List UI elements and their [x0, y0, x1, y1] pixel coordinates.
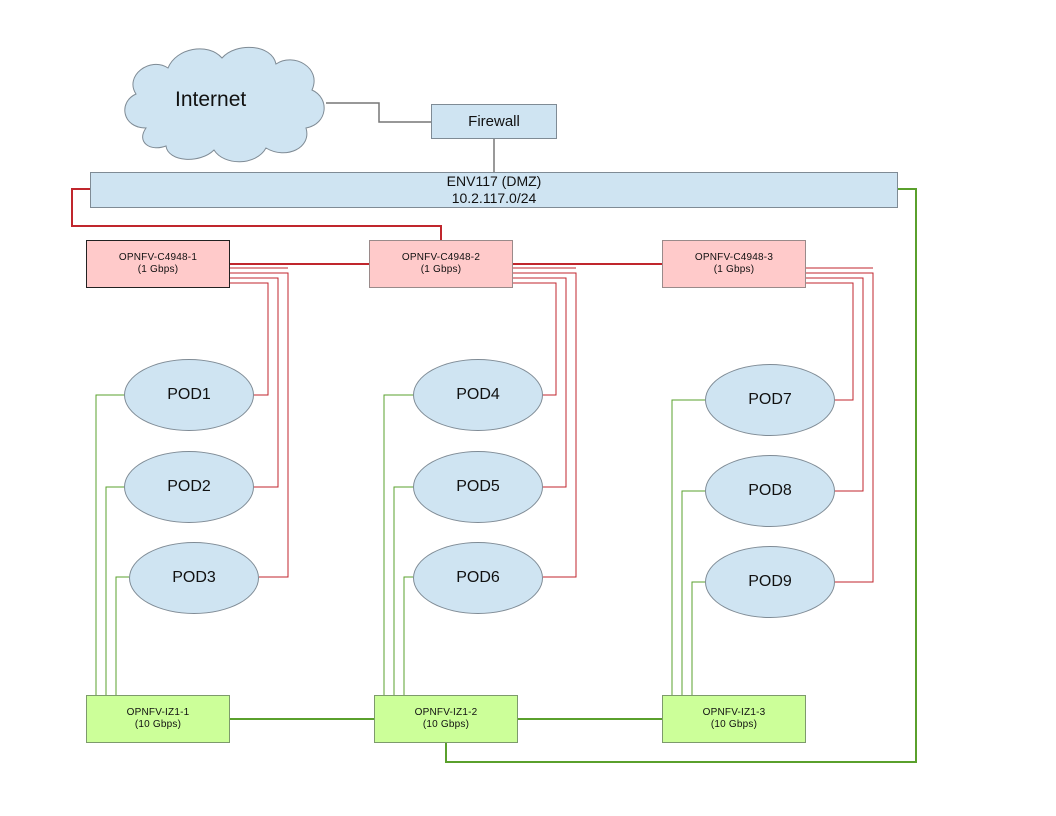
pod-6: POD6	[413, 542, 543, 614]
link-c4948-3-pod1	[806, 282, 854, 401]
link-c4948-1-pod3	[230, 272, 289, 578]
link-dmz-iz1-2	[445, 188, 917, 763]
firewall-node: Firewall	[431, 104, 557, 139]
link-iz1-3-pod1	[671, 399, 705, 695]
switch-speed: (10 Gbps)	[134, 719, 182, 730]
switch-c4948-2: OPNFV-C4948-2 (1 Gbps)	[369, 240, 513, 288]
link-c4948-2-pod1	[513, 282, 557, 396]
link-iz1-1-pod3	[115, 576, 129, 695]
pod-5: POD5	[413, 451, 543, 523]
internet-cloud-icon	[124, 46, 325, 163]
switch-iz1-2: OPNFV-IZ1-2 (10 Gbps)	[374, 695, 518, 743]
link-internet-firewall	[326, 102, 431, 123]
link-c4948-2-pod2	[513, 277, 567, 488]
switch-iz1-3: OPNFV-IZ1-3 (10 Gbps)	[662, 695, 806, 743]
switch-speed: (1 Gbps)	[713, 264, 755, 275]
firewall-label: Firewall	[468, 113, 520, 130]
switch-name: OPNFV-IZ1-1	[126, 707, 190, 718]
dmz-network: ENV117 (DMZ) 10.2.117.0/24	[90, 172, 898, 208]
dmz-subnet: 10.2.117.0/24	[451, 190, 537, 206]
switch-iz1-1: OPNFV-IZ1-1 (10 Gbps)	[86, 695, 230, 743]
pod-9: POD9	[705, 546, 835, 618]
link-iz1-2-pod1	[383, 394, 413, 695]
link-iz1-3-pod2	[681, 490, 705, 695]
switch-speed: (1 Gbps)	[137, 264, 179, 275]
switch-speed: (10 Gbps)	[710, 719, 758, 730]
link-iz1-2-pod2	[393, 486, 413, 695]
link-dmz-c4948-2	[71, 188, 442, 240]
link-iz1-1-pod2	[105, 486, 124, 695]
link-c4948-2-pod3	[513, 272, 577, 578]
link-c4948-3-pod3	[806, 272, 874, 583]
dmz-name: ENV117 (DMZ)	[446, 173, 542, 189]
pod-3: POD3	[129, 542, 259, 614]
link-c4948-1-pod1	[230, 282, 269, 396]
switch-c4948-3: OPNFV-C4948-3 (1 Gbps)	[662, 240, 806, 288]
switch-name: OPNFV-IZ1-3	[702, 707, 766, 718]
pod-2: POD2	[124, 451, 254, 523]
switch-name: OPNFV-C4948-2	[401, 252, 481, 263]
pod-1: POD1	[124, 359, 254, 431]
link-iz1-3-pod3	[691, 581, 705, 695]
switch-speed: (1 Gbps)	[420, 264, 462, 275]
pod-4: POD4	[413, 359, 543, 431]
switch-speed: (10 Gbps)	[422, 719, 470, 730]
switch-name: OPNFV-C4948-1	[118, 252, 198, 263]
link-iz1-1-pod1	[95, 394, 124, 695]
pod-8: POD8	[705, 455, 835, 527]
link-c4948-3-pod2	[806, 277, 864, 492]
internet-label: Internet	[175, 88, 247, 111]
link-c4948-1-pod2	[230, 277, 279, 488]
switch-name: OPNFV-IZ1-2	[414, 707, 478, 718]
switch-c4948-1: OPNFV-C4948-1 (1 Gbps)	[86, 240, 230, 288]
pod-7: POD7	[705, 364, 835, 436]
switch-name: OPNFV-C4948-3	[694, 252, 774, 263]
link-iz1-2-pod3	[403, 576, 413, 695]
